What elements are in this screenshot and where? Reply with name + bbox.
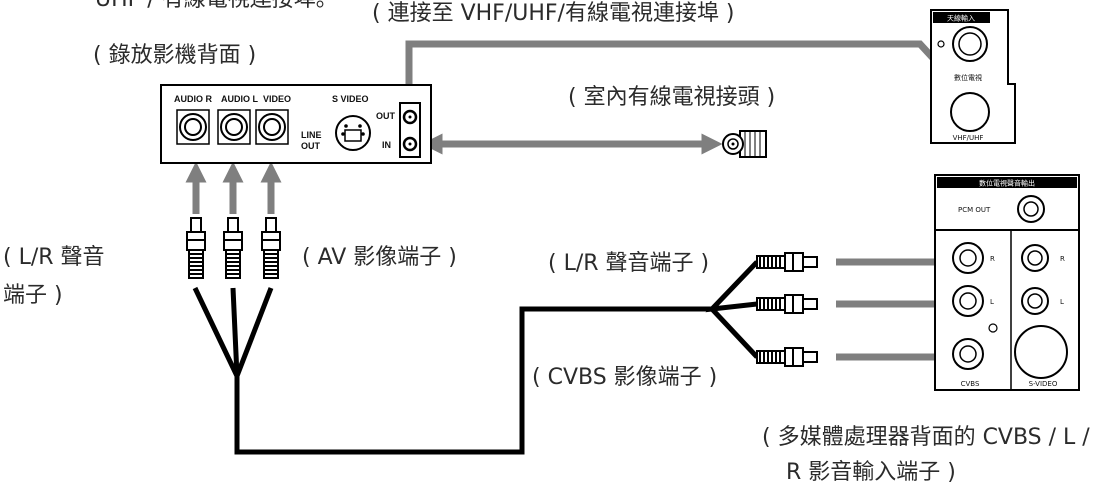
label-audio-r: AUDIO R	[174, 94, 213, 104]
label-s-video: S VIDEO	[332, 94, 369, 104]
label-digital-audio-out: 數位電視聲音輸出	[979, 179, 1035, 188]
processor-jack-r2	[1021, 244, 1049, 272]
label-rf-out: OUT	[376, 111, 396, 121]
processor-jack-s-video	[1014, 325, 1068, 379]
caption-av-video: ( AV 影像端子 )	[302, 245, 457, 270]
rca-plugs-right	[756, 252, 818, 367]
av-cable	[192, 260, 759, 455]
label-l: L	[990, 298, 994, 306]
vcr-rf-out-jack	[402, 109, 418, 125]
caption-connect-to-vhf: ( 連接至 VHF/UHF/有線電視連接埠 )	[372, 1, 735, 26]
caption-lr-audio-left-2: 端子 )	[3, 283, 63, 308]
label-video: VIDEO	[263, 94, 291, 104]
label-s-video-out: S-VIDEO	[1029, 380, 1058, 388]
label-digital-tv: 數位電視	[954, 73, 982, 82]
caption-lr-audio-right: ( L/R 聲音端子 )	[548, 251, 709, 276]
rca-plug-right-audio-r	[756, 252, 818, 272]
caption-cvbs-video: ( CVBS 影像端子 )	[532, 365, 717, 390]
tv-antenna-panel: 天線輸入 數位電視 VHF/UHF	[930, 9, 1016, 144]
label-pcm-out: PCM OUT	[958, 206, 991, 214]
vcr-jack-video	[255, 109, 289, 145]
processor-jack-l2	[1021, 287, 1049, 315]
rca-plug-video	[261, 217, 281, 279]
rca-plug-audio-l	[223, 217, 243, 279]
rca-plug-audio-r	[186, 217, 206, 279]
caption-uhf-port: UHF / 有線電視連接埠。	[95, 0, 338, 12]
label-l2: L	[1060, 298, 1064, 306]
rca-plugs-left	[186, 217, 281, 279]
processor-jack-r	[952, 242, 984, 274]
label-rf-in: IN	[382, 140, 391, 150]
vcr-rf-in-jack	[402, 136, 418, 152]
caption-processor-back-2: R 影音輸入端子 )	[786, 460, 956, 484]
processor-jack-l	[952, 285, 984, 317]
caption-lr-audio-left: ( L/R 聲音	[3, 245, 105, 270]
label-r: R	[990, 255, 995, 263]
label-line: LINE	[301, 130, 322, 140]
label-antenna-in: 天線輸入	[947, 14, 975, 23]
rca-plug-right-cvbs	[756, 347, 818, 367]
caption-vcr-back: ( 錄放影機背面 )	[93, 43, 256, 68]
label-r2: R	[1060, 255, 1065, 263]
label-cvbs: CVBS	[961, 380, 980, 388]
processor-back-panel: 數位電視聲音輸出 PCM OUT R L CVBS R	[934, 174, 1080, 391]
vcr-jack-audio-r	[176, 109, 210, 145]
caption-processor-back: ( 多媒體處理器背面的 CVBS / L /	[762, 425, 1090, 450]
vcr-jack-audio-l	[217, 109, 251, 145]
rca-plug-right-audio-l	[756, 294, 818, 314]
vcr-jack-s-video	[335, 115, 371, 151]
caption-indoor-cable: ( 室內有線電視接頭 )	[568, 85, 775, 110]
label-audio-l: AUDIO L	[221, 94, 259, 104]
vcr-back-panel: AUDIO R AUDIO L VIDEO S VIDEO LINE OUT O…	[160, 84, 432, 164]
processor-jack-cvbs	[952, 338, 984, 370]
label-vhf-uhf: VHF/UHF	[953, 134, 984, 142]
indoor-cable-connector-icon	[722, 130, 767, 158]
label-out: OUT	[301, 141, 321, 151]
